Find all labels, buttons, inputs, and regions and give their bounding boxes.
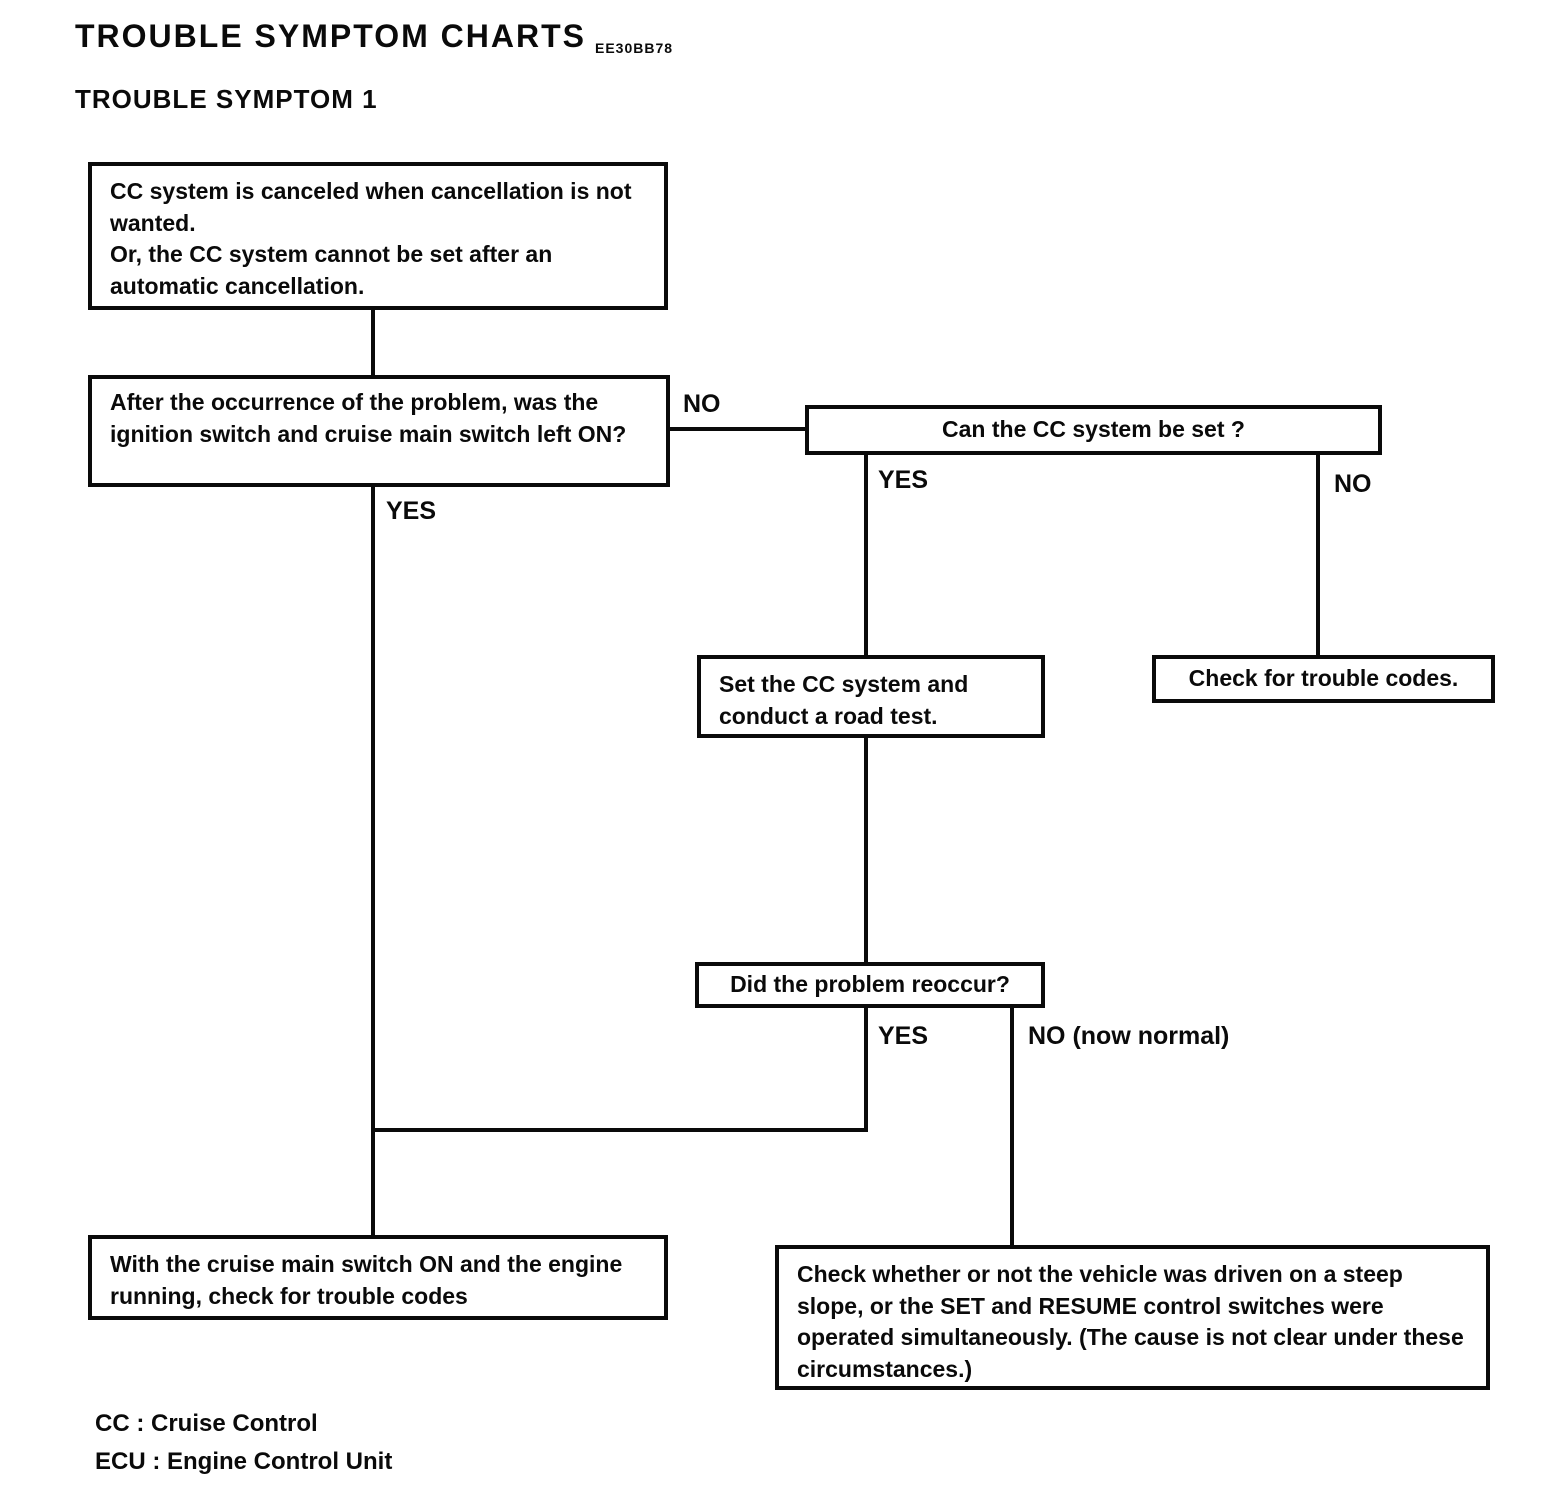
- connector-symptom-to-question: [371, 308, 375, 377]
- section-title: TROUBLE SYMPTOM 1: [75, 84, 378, 114]
- node-symptom: CC system is canceled when cancellation …: [88, 162, 668, 310]
- node-check-trouble-codes: Check for trouble codes.: [1152, 655, 1495, 703]
- node-question-cc-set: Can the CC system be set ?: [805, 405, 1382, 455]
- connector-no-cc-set-down: [1316, 455, 1320, 657]
- legend-cc: CC : Cruise Control: [95, 1410, 318, 1437]
- legend-ecu: ECU : Engine Control Unit: [95, 1447, 393, 1475]
- node-symptom-line2: Or, the CC system cannot be set after an…: [110, 241, 553, 300]
- connector-yes-reoccur-join: [371, 1128, 868, 1132]
- branch-label-yes-switch: YES: [386, 497, 437, 525]
- branch-label-no-cc-set: NO: [1334, 470, 1372, 498]
- connector-yes-reoccur-down: [864, 1006, 868, 1131]
- node-question-switch-left-on: After the occurrence of the problem, was…: [88, 375, 670, 487]
- document-code: EE30BB78: [595, 40, 674, 56]
- node-symptom-line1: CC system is canceled when cancellation …: [110, 178, 632, 236]
- node-check-steep-slope: Check whether or not the vehicle was dri…: [775, 1245, 1490, 1390]
- connector-yes-switch-down: [371, 485, 375, 1237]
- node-question-reoccur: Did the problem reoccur?: [695, 962, 1045, 1008]
- branch-label-no-reoccur: NO (now normal): [1028, 1022, 1230, 1050]
- branch-label-no-switch: NO: [683, 390, 721, 418]
- node-road-test: Set the CC system and conduct a road tes…: [697, 655, 1045, 738]
- connector-yes-cc-set-down: [864, 455, 868, 657]
- branch-label-yes-cc-set: YES: [878, 466, 929, 494]
- node-check-codes-engine-running: With the cruise main switch ON and the e…: [88, 1235, 668, 1320]
- branch-label-yes-reoccur: YES: [878, 1022, 929, 1050]
- legend: CC : Cruise Control ECU : Engine Control…: [95, 1405, 392, 1481]
- connector-roadtest-to-reoccur: [864, 736, 868, 964]
- connector-no-reoccur-down: [1010, 1006, 1014, 1247]
- connector-no-to-cc-set: [668, 427, 807, 431]
- page-title: TROUBLE SYMPTOM CHARTS: [75, 18, 586, 54]
